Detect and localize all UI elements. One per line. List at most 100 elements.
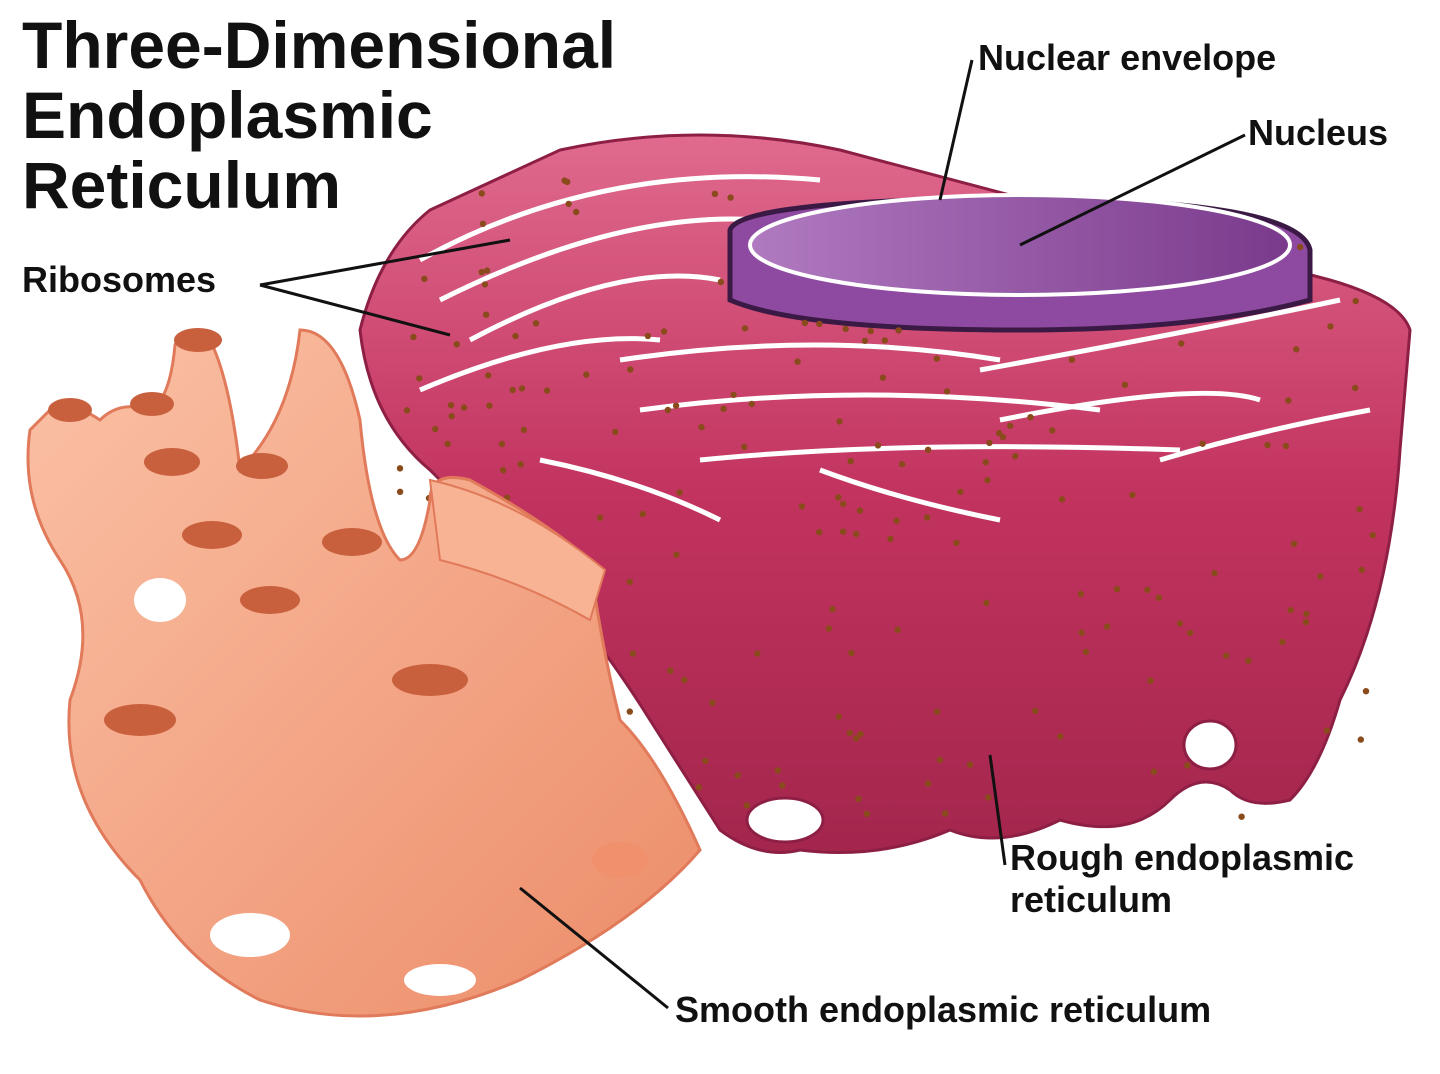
ribosome-dot — [984, 477, 991, 484]
ribosome-dot — [1103, 623, 1111, 630]
ribosome-dot — [839, 528, 847, 535]
ribosome-dot — [543, 387, 551, 394]
ribosome-dot — [1144, 586, 1151, 593]
ribosome-dot — [798, 503, 806, 510]
ribosome-dot — [842, 325, 849, 333]
ribosome-dot — [460, 404, 468, 411]
ribosome-dot — [1012, 453, 1019, 460]
ribosome-dot — [936, 756, 944, 764]
ribosome-dot — [1155, 594, 1163, 601]
ribosome-dot — [1358, 566, 1365, 574]
ribosome-dot — [794, 358, 801, 365]
ribosome-dot — [924, 446, 932, 453]
ribosome-dot — [924, 514, 931, 521]
ribosome-dot — [887, 535, 894, 543]
ribosome-dot — [1362, 688, 1370, 695]
ribosome-dot — [801, 319, 809, 327]
ribosome-dot — [855, 795, 862, 803]
ribosome-dot — [500, 467, 507, 474]
smooth-er-illustration — [26, 328, 702, 1018]
ribosome-dot — [573, 208, 580, 216]
ribosome-dot — [629, 650, 636, 657]
ribosome-dot — [1187, 629, 1194, 637]
ribosome-dot — [1121, 381, 1129, 388]
ribosome-dot — [1113, 585, 1121, 593]
ribosome-dot — [698, 424, 705, 431]
ribosome-dot — [416, 375, 423, 382]
ribosome-dot — [835, 713, 842, 720]
ribosomes-leader-2 — [259, 283, 451, 337]
ribosome-dot — [941, 810, 949, 817]
ribosome-dot — [741, 443, 748, 451]
ribosome-dot — [483, 267, 491, 274]
ribosome-dot — [986, 439, 993, 447]
ribosome-dot — [1222, 652, 1230, 659]
ribosome-dot — [848, 649, 855, 657]
nuclear-envelope-leader — [938, 59, 974, 201]
ribosome-dot — [478, 268, 485, 276]
ribosome-dot — [1129, 491, 1136, 499]
ribosome-dot — [432, 425, 439, 433]
ribosome-dot — [644, 332, 652, 340]
ribosome-dot — [1323, 727, 1331, 734]
ribosome-dot — [481, 281, 489, 288]
ribosome-dot — [867, 327, 874, 335]
ribosome-dot — [730, 391, 737, 398]
ribosome-dot — [396, 465, 404, 472]
ribosome-dot — [874, 442, 882, 449]
ribosome-dot — [835, 494, 842, 501]
ribosome-dot — [1199, 440, 1206, 447]
ribosome-dot — [983, 599, 990, 607]
ribosome-dot — [532, 320, 540, 327]
ribosome-dot — [1327, 323, 1334, 330]
label-smooth-er: Smooth endoplasmic reticulum — [675, 989, 1211, 1030]
ribosome-dot — [1285, 397, 1292, 404]
ribosome-dot — [453, 341, 460, 348]
ribosome-dot — [512, 332, 519, 340]
ribosome-dot — [1007, 422, 1014, 430]
ribosome-dot — [1303, 610, 1310, 618]
ribosome-dot — [695, 784, 702, 791]
ribosome-dot — [1297, 243, 1304, 251]
ribosome-dot — [485, 372, 492, 379]
ribosome-dot — [564, 178, 571, 186]
ribosome-dot — [846, 729, 854, 737]
ribosome-dot — [421, 275, 428, 282]
ribosome-dot — [565, 200, 572, 208]
ribosome-dot — [985, 794, 992, 801]
ribosome-dot — [748, 400, 755, 408]
ribosome-dot — [482, 311, 490, 318]
ribosome-dot — [1282, 442, 1290, 450]
ribosome-dot — [1302, 618, 1310, 626]
ribosome-dot — [711, 190, 719, 197]
ribosome-dot — [836, 418, 843, 425]
ribosome-dot — [681, 676, 688, 684]
ribosome-dot — [741, 325, 749, 332]
ribosome-dot — [779, 782, 786, 789]
ribosome-dot — [444, 440, 451, 447]
ribosome-dot — [1049, 427, 1056, 434]
label-rough-er-line-1: Rough endoplasmic — [1010, 837, 1354, 878]
ribosome-dot — [720, 405, 727, 412]
ribosome-dot — [517, 461, 524, 468]
ribosome-dot — [734, 772, 741, 779]
ribosome-dot — [1082, 648, 1090, 655]
ribosome-dot — [498, 440, 506, 448]
ribosome-dot — [754, 650, 761, 657]
ribosome-dot — [825, 625, 832, 632]
ribosome-dot — [520, 426, 528, 433]
nucleus-illustration — [727, 193, 1313, 333]
ribosome-dot — [1293, 346, 1300, 353]
ribosome-dot — [478, 190, 485, 197]
ribosome-dot — [583, 371, 590, 378]
ribosome-dot — [1245, 657, 1252, 664]
ribosomes-leader-1 — [259, 238, 511, 287]
ribosome-dot — [861, 337, 869, 344]
label-nucleus: Nucleus — [1248, 112, 1388, 153]
ribosome-dot — [879, 374, 887, 381]
leader-lines — [259, 59, 1246, 1010]
ribosome-dot — [1027, 414, 1034, 421]
ribosome-dot — [1068, 356, 1076, 363]
ribosome-dot — [1264, 441, 1271, 449]
ribosome-dot — [857, 730, 864, 738]
